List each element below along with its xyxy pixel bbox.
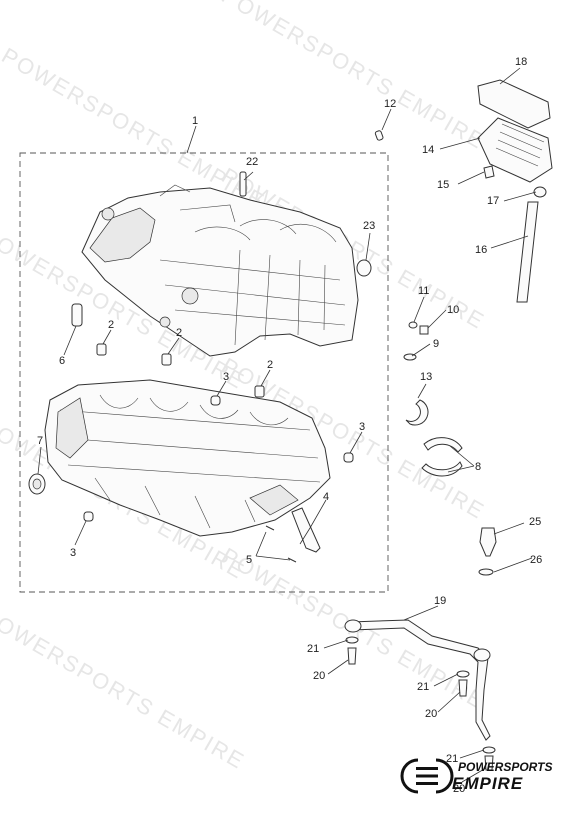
logo-text-empire: EMPIRE <box>452 774 523 793</box>
label-19: 19 <box>434 595 446 607</box>
part-2-dowel <box>254 385 265 398</box>
part-20-bolt <box>347 647 357 665</box>
label-9: 9 <box>433 338 439 350</box>
part-2-dowel <box>161 353 172 366</box>
label-18: 18 <box>515 56 527 68</box>
label-26: 26 <box>530 554 542 566</box>
part-labels: 1 2 2 2 3 3 3 4 5 6 7 8 9 10 11 12 13 14… <box>37 56 542 795</box>
lower-crankcase <box>44 379 331 537</box>
label-6: 6 <box>59 355 65 367</box>
label-20: 20 <box>453 783 465 795</box>
brand-logo: POWERSPORTS EMPIRE <box>400 758 552 794</box>
label-16: 16 <box>475 244 487 256</box>
part-15-bolt <box>483 165 495 179</box>
part-3-plug <box>83 511 94 522</box>
label-7: 7 <box>37 435 43 447</box>
part-21-washer <box>456 670 470 678</box>
label-20: 20 <box>313 670 325 682</box>
label-21: 21 <box>417 681 429 693</box>
logo-text-powersports: POWERSPORTS <box>458 760 552 774</box>
label-4: 4 <box>323 491 329 503</box>
part-8-bearing-shell <box>421 461 463 477</box>
part-3-plug <box>210 395 221 406</box>
part-16-pipe <box>516 201 539 303</box>
label-12: 12 <box>384 98 396 110</box>
part-10-bolt <box>419 325 429 335</box>
label-1: 1 <box>192 115 198 127</box>
part-21-washer <box>345 636 359 644</box>
part-13-circlip <box>405 399 429 426</box>
label-10: 10 <box>447 304 459 316</box>
part-21-washer <box>482 746 496 754</box>
label-3: 3 <box>70 547 76 559</box>
label-11: 11 <box>418 285 429 297</box>
label-21: 21 <box>446 753 458 765</box>
label-5: 5 <box>246 554 252 566</box>
part-2-dowel <box>96 343 107 356</box>
part-20-bolt <box>484 755 494 771</box>
label-23: 23 <box>363 220 375 232</box>
upper-crankcase <box>81 184 359 357</box>
part-14-oil-cooler <box>477 117 553 183</box>
logo-mark-icon <box>400 758 454 794</box>
watermark-text: POWERSPORTS EMPIRE <box>0 603 249 774</box>
part-8-bearing-shell <box>423 437 463 453</box>
assembly-outline <box>19 152 389 593</box>
part-12-pin <box>374 130 384 141</box>
label-2: 2 <box>108 319 114 331</box>
part-11-washer <box>408 321 418 329</box>
label-13: 13 <box>420 371 432 383</box>
leader-lines <box>37 67 537 783</box>
label-2: 2 <box>176 327 182 339</box>
label-17: 17 <box>487 195 499 207</box>
part-23-plug <box>356 259 372 277</box>
part-22-pin <box>239 171 247 197</box>
watermark-text: POWERSPORTS EMPIRE <box>218 0 490 154</box>
part-17-oring <box>533 186 547 198</box>
part-5-bolt <box>265 525 297 563</box>
part-25-sender <box>479 527 497 557</box>
label-14: 14 <box>422 144 434 156</box>
part-6-plug <box>71 303 83 327</box>
label-3: 3 <box>223 371 229 383</box>
label-22: 22 <box>246 156 258 168</box>
label-15: 15 <box>437 179 449 191</box>
part-3-plug <box>343 452 354 463</box>
label-21: 21 <box>307 643 319 655</box>
part-26-washer <box>478 568 494 576</box>
part-19-pipe <box>349 619 491 741</box>
label-20: 20 <box>425 708 437 720</box>
part-4-bracket <box>291 507 321 553</box>
label-25: 25 <box>529 516 541 528</box>
label-2: 2 <box>267 359 273 371</box>
label-8: 8 <box>475 461 481 473</box>
label-3: 3 <box>359 421 365 433</box>
part-18-gasket <box>477 79 551 129</box>
part-20-bolt <box>458 679 468 697</box>
